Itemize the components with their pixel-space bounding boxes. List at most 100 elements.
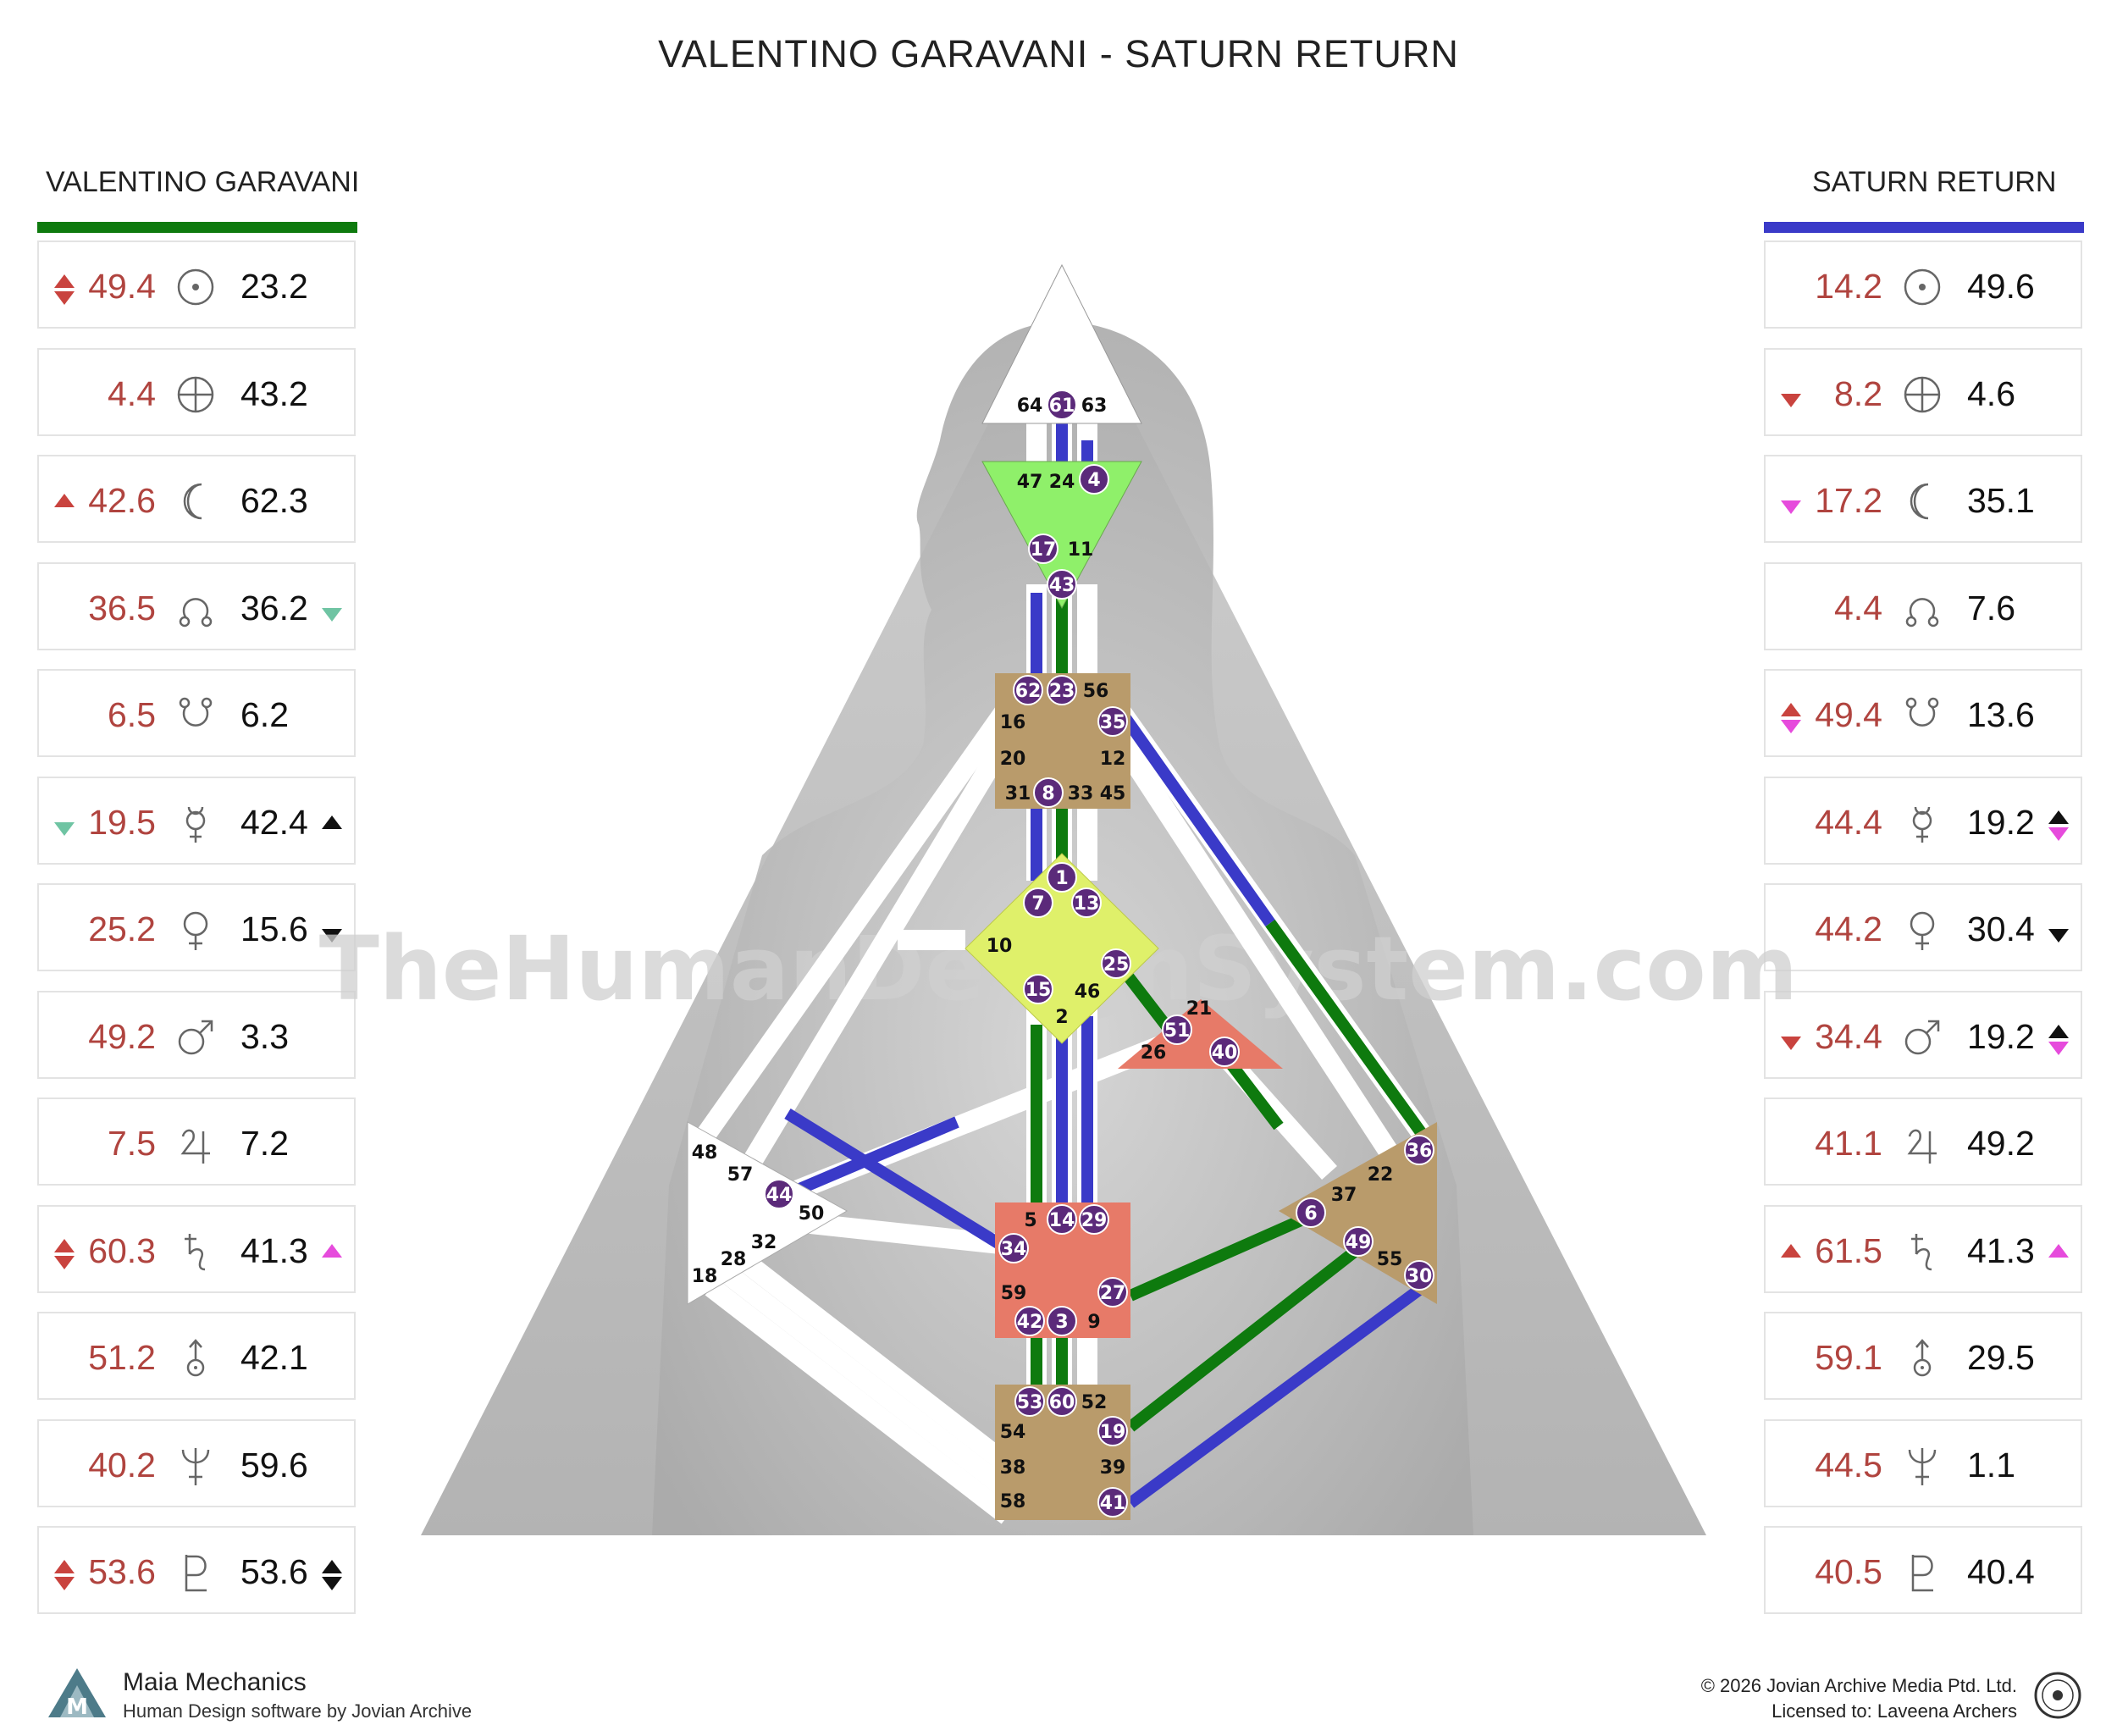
gate-21[interactable]: 21 [1186,998,1213,1020]
gate-18[interactable]: 18 [692,1266,718,1287]
gate-number: 37 [1331,1185,1357,1206]
gate-23[interactable]: 23 [1047,675,1077,705]
gate-63[interactable]: 63 [1081,395,1108,417]
uranus-icon [173,1335,218,1381]
gate-37[interactable]: 37 [1331,1185,1357,1206]
gate-47[interactable]: 47 [1017,472,1043,493]
ajna-center[interactable] [981,461,1142,610]
gate-38[interactable]: 38 [1000,1457,1026,1479]
active-channel-19-49 [1126,1240,1368,1432]
head-center[interactable] [981,263,1142,424]
gate-26[interactable]: 26 [1141,1042,1167,1064]
gate-54[interactable]: 54 [1000,1422,1026,1443]
gate-5[interactable]: 5 [1024,1210,1036,1231]
gate-46[interactable]: 46 [1075,981,1101,1003]
gate-44[interactable]: 44 [764,1179,794,1209]
gate-31[interactable]: 31 [1005,783,1031,804]
gate-61[interactable]: 61 [1047,390,1077,420]
gate-52[interactable]: 52 [1081,1392,1108,1413]
spleen-center[interactable] [687,1121,848,1305]
gate-60[interactable]: 60 [1047,1386,1077,1417]
gate-2[interactable]: 2 [1055,1007,1068,1028]
gate-6[interactable]: 6 [1296,1197,1326,1228]
gate-48[interactable]: 48 [692,1142,718,1164]
gate-56[interactable]: 56 [1083,681,1109,702]
gate-41[interactable]: 41 [1097,1487,1128,1518]
gate-55[interactable]: 55 [1377,1249,1403,1270]
g-center[interactable] [965,853,1159,1044]
solar-plexus-center[interactable] [1279,1122,1437,1304]
gate-14[interactable]: 14 [1047,1204,1077,1235]
gate-62[interactable]: 62 [1013,675,1043,705]
gate-19[interactable]: 19 [1097,1416,1128,1446]
gate-43[interactable]: 43 [1047,569,1077,600]
gate-42[interactable]: 42 [1014,1306,1045,1336]
gate-28[interactable]: 28 [721,1249,747,1270]
gate-13[interactable]: 13 [1071,887,1102,918]
gate-4[interactable]: 4 [1079,464,1109,495]
gate-3[interactable]: 3 [1047,1306,1077,1336]
gate-16[interactable]: 16 [1000,712,1026,733]
gate-49[interactable]: 49 [1343,1226,1374,1257]
gate-33[interactable]: 33 [1068,783,1094,804]
gate-27[interactable]: 27 [1097,1277,1128,1308]
gate-25[interactable]: 25 [1101,948,1131,979]
gate-12[interactable]: 12 [1100,749,1126,770]
personality-gate-value: 23.2 [240,267,308,306]
gate-45[interactable]: 45 [1100,783,1126,804]
gate-58[interactable]: 58 [1000,1491,1026,1512]
gate-32[interactable]: 32 [751,1232,777,1253]
ego-center[interactable] [1118,999,1283,1069]
gate-15[interactable]: 15 [1023,974,1053,1004]
gate-51[interactable]: 51 [1162,1015,1192,1045]
gate-34[interactable]: 34 [998,1233,1029,1263]
gate-59[interactable]: 59 [1001,1283,1027,1304]
gate-9[interactable]: 9 [1087,1312,1100,1333]
gate-8[interactable]: 8 [1033,777,1064,808]
gate-29[interactable]: 29 [1079,1204,1109,1235]
gate-11[interactable]: 11 [1068,539,1094,561]
gate-17[interactable]: 17 [1028,534,1058,564]
gate-50[interactable]: 50 [799,1203,825,1225]
gate-22[interactable]: 22 [1368,1164,1394,1186]
gate-7[interactable]: 7 [1023,887,1053,918]
gate-57[interactable]: 57 [727,1164,754,1186]
gate-64[interactable]: 64 [1017,395,1043,417]
gate-24[interactable]: 24 [1049,472,1075,493]
gate-39[interactable]: 39 [1100,1457,1126,1479]
gate-53[interactable]: 53 [1014,1386,1045,1417]
gate-30[interactable]: 30 [1404,1260,1434,1291]
gate-10[interactable]: 10 [987,936,1013,957]
gate-1[interactable]: 1 [1047,862,1077,893]
gate-40[interactable]: 40 [1209,1037,1240,1067]
gate-20[interactable]: 20 [1000,749,1026,770]
gate-35[interactable]: 35 [1097,706,1128,737]
gate-36[interactable]: 36 [1404,1135,1434,1165]
